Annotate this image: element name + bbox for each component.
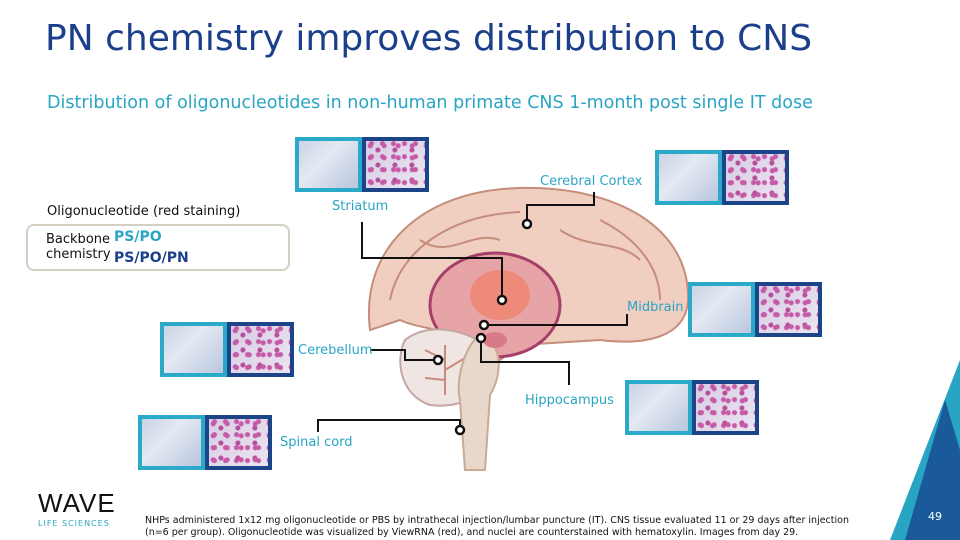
page-subtitle: Distribution of oligonucleotides in non-… (47, 93, 813, 113)
label-midbrain: Midbrain (627, 300, 684, 315)
footnote: NHPs administered 1x12 mg oligonucleotid… (145, 515, 849, 538)
legend-box (26, 224, 290, 271)
label-cerebellum: Cerebellum (298, 343, 373, 358)
cortex-ps-po-pn-image (722, 150, 789, 205)
label-hippocampus: Hippocampus (525, 393, 614, 408)
striatum-ps-po-image (295, 137, 362, 192)
label-cerebral-cortex: Cerebral Cortex (540, 174, 643, 189)
label-spinal-cord: Spinal cord (280, 435, 353, 450)
midbrain-ps-po-image (688, 282, 755, 337)
cortex-ps-po-image (655, 150, 722, 205)
spinal-ps-po-image (138, 415, 205, 470)
label-striatum: Striatum (332, 199, 389, 214)
logo-sub: LIFE SCIENCES (38, 519, 110, 528)
chemistry-label: chemistry (46, 247, 111, 262)
legend-ps-po-pn: PS/PO/PN (114, 250, 189, 266)
striatum-ps-po-pn-image (362, 137, 429, 192)
spinal-ps-po-pn-image (205, 415, 272, 470)
wave-logo: WAVE LIFE SCIENCES (38, 488, 116, 528)
backbone-label: Backbone (46, 232, 111, 247)
midbrain-ps-po-pn-image (755, 282, 822, 337)
legend-ps-po: PS/PO (114, 229, 162, 245)
cerebellum-ps-po-image (160, 322, 227, 377)
page-title: PN chemistry improves distribution to CN… (45, 18, 813, 59)
legend-title: Oligonucleotide (red staining) (47, 204, 241, 219)
logo-name: WAVE (38, 488, 116, 518)
hippocampus-ps-po-image (625, 380, 692, 435)
page-number: 49 (928, 510, 942, 523)
cerebellum-ps-po-pn-image (227, 322, 294, 377)
hippocampus-ps-po-pn-image (692, 380, 759, 435)
